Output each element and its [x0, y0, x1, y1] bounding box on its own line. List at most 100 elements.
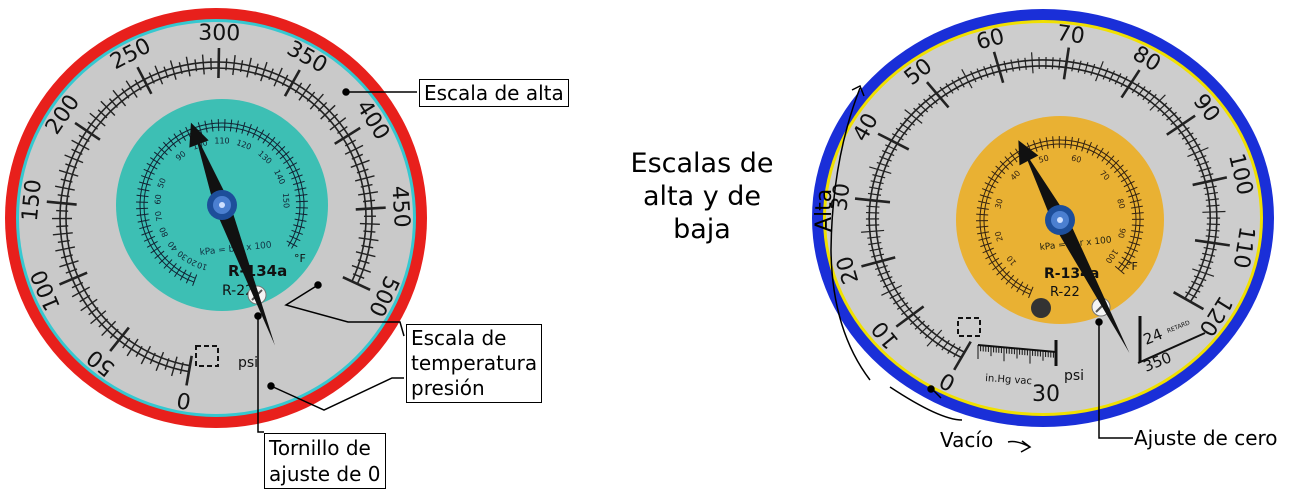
low-gauge-tick [891, 133, 904, 141]
high-gauge-inner-tick [168, 137, 177, 148]
low-gauge-inner-tick [1096, 147, 1104, 159]
low-gauge-vac-unit: in.Hg vac [985, 373, 1033, 387]
high-gauge-tick [57, 194, 70, 198]
low-gauge-tick [1200, 173, 1214, 178]
high-gauge-inner-label: 70 [154, 210, 165, 222]
low-gauge-tick [953, 340, 972, 371]
high-gauge-inner-tick [138, 181, 151, 186]
ajuste-cero-label: Ajuste de cero [1134, 426, 1278, 450]
high-gauge-inner-tick [158, 255, 169, 265]
low-gauge-tick [1206, 204, 1220, 207]
callout-escala-temperatura: Escala de temperatura presión [406, 324, 543, 403]
low-gauge-unit-label: psi [1064, 368, 1084, 384]
leader-lines [254, 84, 1133, 453]
high-gauge-tick [59, 260, 79, 268]
high-gauge-inner-tick [293, 224, 306, 229]
high-gauge-tick [273, 67, 283, 87]
vacio-arc [889, 386, 963, 421]
high-gauge-tick [283, 69, 301, 97]
low-gauge-inner-tick [1004, 156, 1014, 166]
high-gauge-inner-tick [294, 218, 307, 222]
callout-tornillo-line-2: ajuste de 0 [269, 462, 381, 486]
high-gauge-inner-tick [279, 151, 290, 160]
center-title-line-1: Escalas de [630, 148, 774, 179]
high-gauge-tick [298, 83, 312, 101]
high-gauge-tick [360, 183, 373, 188]
low-gauge-inner-label: 50 [1038, 153, 1050, 164]
low-gauge-inner-tick [1101, 151, 1110, 162]
high-gauge-inner-tick [204, 120, 208, 133]
low-gauge-inner-tick [1039, 138, 1044, 151]
high-gauge-inner-tick [136, 194, 149, 198]
alta-arc-arrow [830, 87, 871, 381]
low-gauge-tick [879, 276, 893, 282]
low-gauge-tick [1120, 76, 1128, 88]
low-gauge-inner-tick [1131, 224, 1144, 227]
high-gauge-tick [268, 68, 274, 81]
low-gauge-tick [861, 256, 896, 268]
high-gauge-inner-tick [174, 266, 182, 277]
low-gauge-inner-tick [1114, 265, 1125, 275]
low-gauge-tick [1030, 52, 1034, 74]
high-gauge-tick [358, 237, 379, 242]
low-gauge-inner-tick [1110, 159, 1120, 169]
high-gauge-tick [101, 320, 117, 337]
high-gauge-inner-label: 50 [156, 177, 168, 190]
high-gauge-tick [355, 251, 376, 258]
high-gauge-tick [71, 281, 84, 289]
high-gauge-tick [59, 271, 88, 286]
low-gauge-inner-tick [976, 225, 989, 228]
low-gauge-tick [935, 336, 945, 347]
low-gauge-inner-ticks [975, 135, 1145, 299]
high-gauge-inner-tick [141, 230, 153, 236]
low-gauge-tick [1090, 63, 1096, 76]
low-gauge-tick [926, 329, 943, 347]
high-gauge-inner-tick [185, 126, 192, 139]
center-title: Escalas de alta y de baja [602, 147, 802, 246]
high-gauge-tick [260, 61, 268, 82]
low-gauge-tick [1157, 102, 1168, 112]
low-gauge-tick [928, 94, 938, 105]
low-gauge-tick [866, 224, 880, 226]
low-gauge-inner-label: 60 [1070, 153, 1082, 164]
low-gauge-inner-tick [987, 176, 999, 184]
high-gauge-tick [337, 125, 348, 135]
high-gauge-tick [97, 109, 108, 119]
high-gauge-tick [178, 62, 183, 75]
high-gauge-inner-tick [137, 219, 150, 223]
low-gauge-tick [1200, 258, 1214, 264]
low-gauge-inner-tick [977, 231, 990, 235]
high-gauge-tick [52, 232, 73, 236]
low-gauge-tick [1196, 161, 1210, 167]
low-gauge-scale-label: 70 [1055, 21, 1086, 50]
high-gauge-tick [71, 148, 83, 156]
high-gauge-tick [148, 72, 155, 84]
low-gauge-tick [1191, 280, 1204, 287]
low-gauge-tick [1017, 58, 1021, 71]
leader-temp-2 [270, 377, 404, 411]
low-gauge-tick [1185, 137, 1198, 145]
low-gauge-tick [1203, 246, 1217, 251]
high-gauge-tick [64, 154, 84, 164]
high-gauge-inner-tick [262, 133, 270, 144]
low-gauge-tick [867, 236, 881, 239]
high-gauge-tick [351, 153, 364, 160]
high-gauge-inner-tick [153, 151, 164, 160]
low-gauge-inner-tick [976, 207, 989, 210]
low-gauge-black-knob-icon [1031, 298, 1051, 318]
low-gauge-tick [1137, 86, 1146, 97]
low-gauge-tick [1193, 155, 1207, 161]
low-gauge-tick [1202, 252, 1216, 257]
high-gauge-tick [57, 239, 70, 244]
low-gauge-tick [1149, 94, 1166, 111]
low-gauge-inner-tick [979, 194, 992, 199]
low-gauge-inner-tick [1075, 138, 1080, 150]
high-gauge-tick [87, 121, 98, 130]
low-gauge-tick [893, 297, 905, 305]
high-gauge-tick [356, 168, 369, 174]
low-gauge-tick [901, 306, 913, 316]
low-gauge-tick [1192, 268, 1215, 277]
high-gauge-tick [320, 104, 336, 120]
low-gauge-inner-tick [1126, 246, 1139, 252]
